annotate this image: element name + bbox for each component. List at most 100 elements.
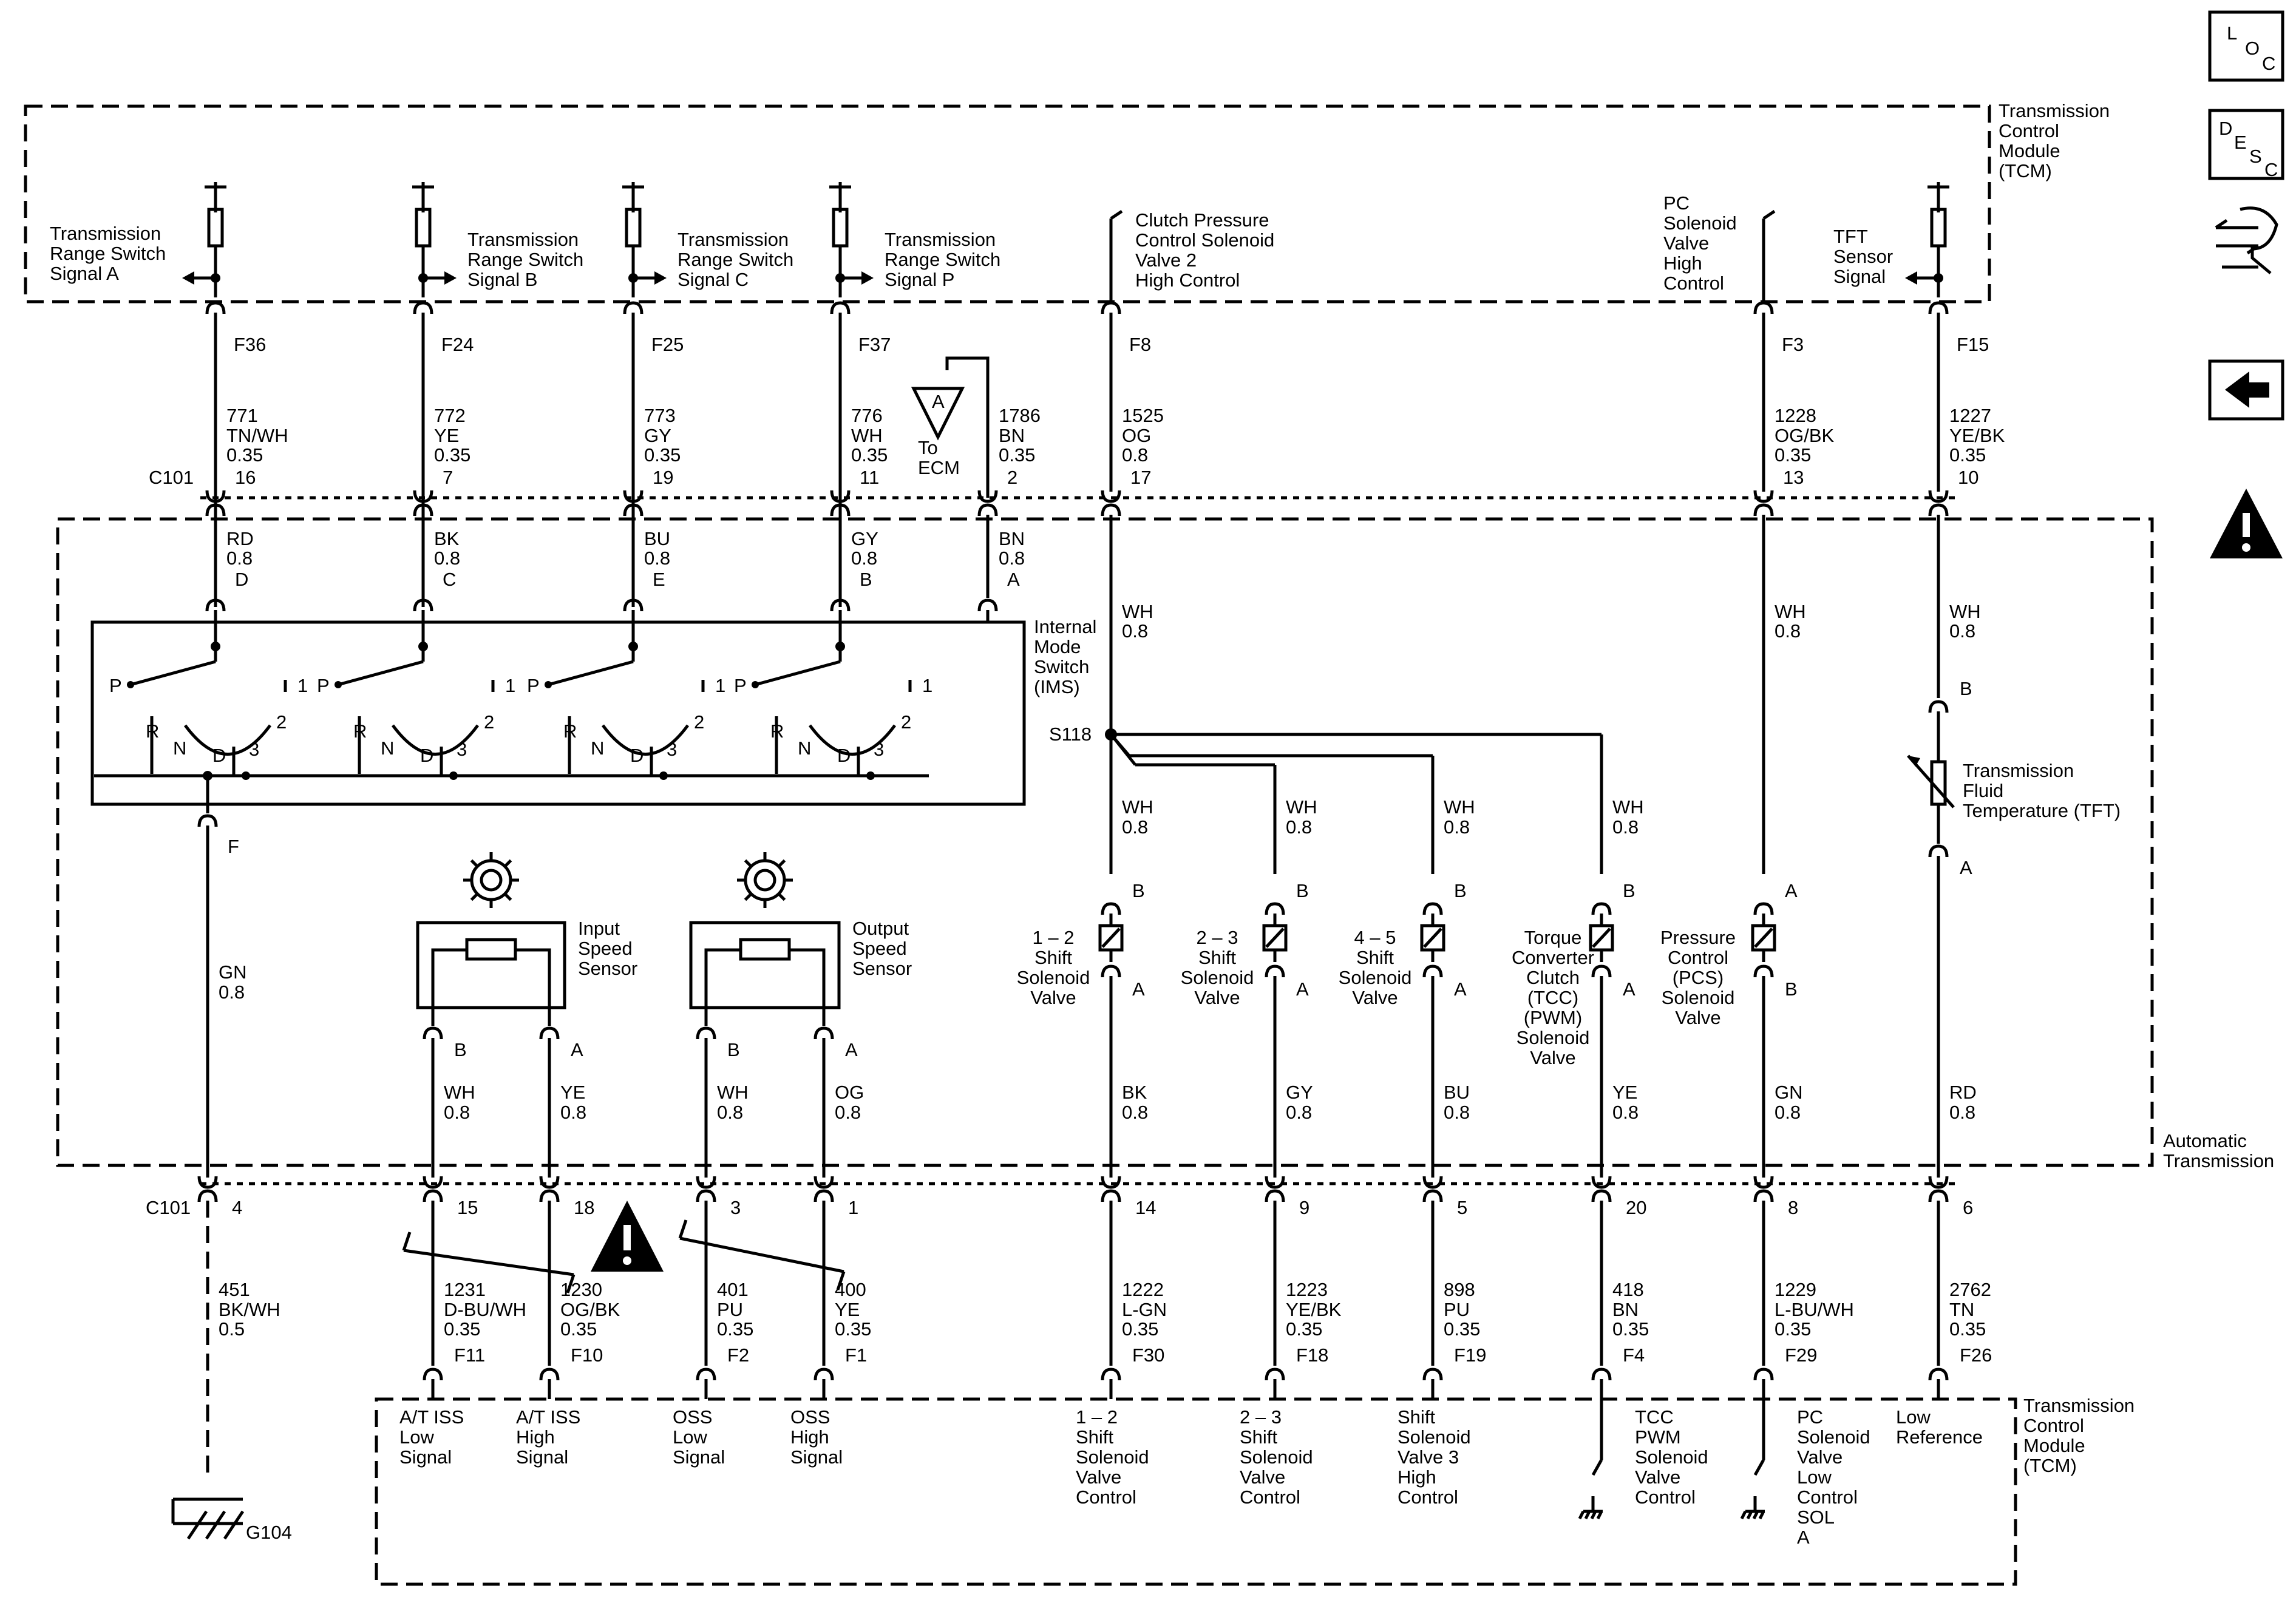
wire-gauge: 0.8 [1444, 816, 1470, 838]
wire-color: TN/WH [226, 425, 288, 446]
pullup-resistor [1930, 208, 1947, 248]
wire-color: L-GN [1122, 1299, 1167, 1320]
c101-connector-label: C101 [146, 1197, 191, 1218]
tcm-bottom-signal-label: Control [1076, 1486, 1136, 1508]
tcm-connector-pin [696, 1368, 716, 1381]
wire-color: GY [644, 425, 671, 446]
c101-pin-male [413, 490, 433, 503]
ims-position-label: N [591, 737, 604, 759]
twisted-pair-marker [678, 1219, 688, 1239]
ims-pin: F [228, 836, 239, 857]
solenoid-pin-label: B [1454, 880, 1467, 901]
tft-sensor-label: Temperature (TFT) [1963, 800, 2121, 821]
wire-color: YE [1612, 1082, 1637, 1103]
tcm-bottom-signal-label: Valve [1240, 1466, 1285, 1488]
ims-position-label: P [527, 675, 540, 696]
wire-color: WH [851, 425, 883, 446]
gear-icon [470, 892, 479, 901]
c101-pin: 19 [653, 467, 673, 488]
speed-sensor-wire [431, 948, 551, 1008]
circuit-number: 1230 [560, 1279, 602, 1300]
c101-pin-male [696, 1176, 716, 1189]
wire-color: PU [717, 1299, 743, 1320]
tcm-bottom-signal-label: Control [1240, 1486, 1300, 1508]
solenoid-connector-pin [1101, 902, 1121, 915]
tcm-bottom-label: Module [2023, 1435, 2085, 1456]
ims-switch-blade [338, 660, 424, 686]
circuit-number: 773 [644, 405, 676, 426]
ims-position-label: D [420, 745, 433, 766]
c101-pin-female [1265, 1189, 1285, 1202]
tcm-top-label: (TCM) [1999, 160, 2052, 181]
tcm-bottom-signal-label: A [1797, 1527, 1810, 1548]
c101-pin: 2 [1007, 467, 1017, 488]
wire-gauge: 0.35 [1286, 1318, 1322, 1340]
c101-pin: 1 [848, 1197, 858, 1218]
tcm-connector-pin [813, 1368, 834, 1381]
solenoid-connector-pin [1591, 902, 1612, 915]
pullup-resistor [625, 208, 642, 248]
twisted-pair-marker [402, 1232, 412, 1251]
s118-label: S118 [1049, 724, 1092, 745]
tcm-low-side-switch [1753, 1459, 1765, 1476]
sensor-connector-pin [423, 1026, 443, 1040]
c101-pin-female [423, 1189, 443, 1202]
to-ecm-wire [945, 356, 990, 498]
c101-pin-female [1928, 503, 1949, 517]
wire-gauge: 0.35 [1949, 1318, 1986, 1340]
tft-signal-label: Signal [1833, 266, 1886, 287]
wire-color: WH [1775, 601, 1806, 622]
range-switch-signal-label: Signal P [885, 269, 954, 290]
wire-color: WH [1122, 601, 1153, 622]
tcm-bottom-signal-label: 2 – 3 [1240, 1406, 1282, 1428]
speed-sensor-label: Sensor [578, 958, 637, 979]
c101-pin-female [977, 503, 998, 517]
ims-position-label: D [212, 745, 226, 766]
wire-color: GY [1286, 1082, 1313, 1103]
wire-gauge: 0.35 [434, 444, 470, 466]
ims-position-label: P [317, 675, 330, 696]
tcm-bottom-signal-label: Shift [1076, 1426, 1113, 1448]
gear-icon [744, 859, 786, 901]
ims-label: Mode [1034, 636, 1081, 657]
wire-color: OG/BK [560, 1299, 620, 1320]
tcm-bottom-signal-label: Solenoid [1076, 1446, 1149, 1468]
connector-tool-icon [2215, 219, 2260, 255]
wire-gauge: 0.8 [1444, 1102, 1470, 1123]
tcm-bottom-signal-label: OSS [790, 1406, 830, 1428]
pullup-resistor [832, 208, 849, 248]
c101-pin-male [1265, 1176, 1285, 1189]
c101-pin: 7 [443, 467, 453, 488]
automatic-transmission-boundary [56, 517, 2154, 1167]
c101-pin-female [205, 503, 226, 517]
tcm-bottom-signal-label: Shift [1240, 1426, 1277, 1448]
c101-pin-female [813, 1189, 834, 1202]
tcm-bottom-signal-label: Low [399, 1426, 434, 1448]
wire-color: WH [1286, 796, 1317, 818]
wire-gauge: 0.35 [1775, 1318, 1811, 1340]
ims-position-label: D [630, 745, 644, 766]
ims-position-label: 2 [901, 711, 911, 733]
wire-color: YE/BK [1286, 1299, 1342, 1320]
gear-icon [503, 859, 512, 868]
sensor-connector-pin [696, 1026, 716, 1040]
ims-position-label: 1 [297, 675, 308, 696]
twisted-pair-marker [836, 1271, 846, 1290]
wire-gauge: 0.35 [1444, 1318, 1480, 1340]
c101-pin: 17 [1130, 467, 1151, 488]
c101-pin-female [1101, 1189, 1121, 1202]
wire-color: YE [560, 1082, 585, 1103]
tcm-pin-label: F36 [234, 334, 266, 355]
tcm-bottom-signal-label: TCC [1635, 1406, 1674, 1428]
speed-sensor-element [739, 938, 791, 961]
pc-solenoid-label: Valve [1663, 232, 1709, 254]
tft-pin-label: B [1960, 678, 1972, 699]
connector-pin [1928, 301, 1949, 314]
c101-pin-male [1101, 1176, 1121, 1189]
connector-pin [623, 301, 644, 314]
range-switch-signal-label: Range Switch [678, 249, 793, 270]
sensor-pin-label: A [571, 1039, 583, 1060]
circuit-number: 1227 [1949, 405, 1991, 426]
c101-pin-male [813, 1176, 834, 1189]
sensor-connector-pin [813, 1026, 834, 1040]
